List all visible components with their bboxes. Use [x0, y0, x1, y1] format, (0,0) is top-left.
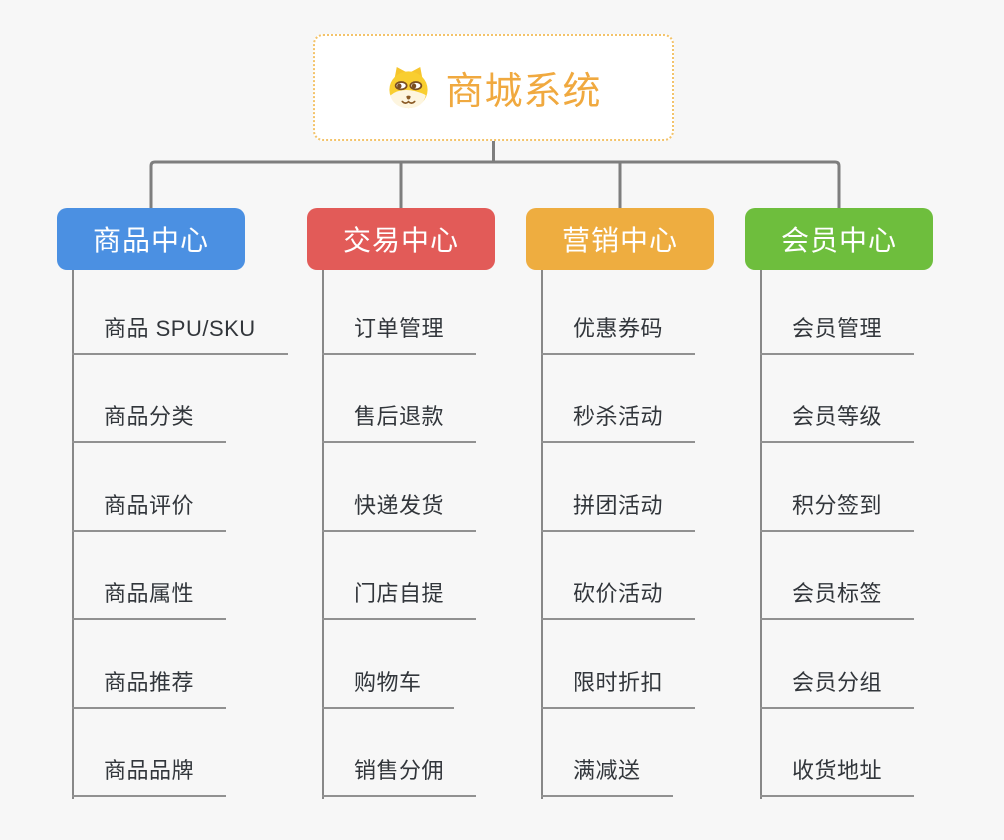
- leaf-node[interactable]: 商品属性: [72, 572, 227, 620]
- leaf-node[interactable]: 收货地址: [760, 749, 915, 797]
- branch-node-3[interactable]: 营销中心: [526, 208, 714, 270]
- leaf-node[interactable]: 积分签到: [760, 484, 915, 532]
- leaf-node[interactable]: 秒杀活动: [541, 395, 696, 443]
- leaf-node[interactable]: 商品推荐: [72, 661, 227, 709]
- leaf-node[interactable]: 会员管理: [760, 307, 915, 355]
- leaf-node[interactable]: 门店自提: [322, 572, 477, 620]
- leaf-node[interactable]: 满减送: [541, 749, 673, 797]
- leaf-node[interactable]: 售后退款: [322, 395, 477, 443]
- branch-node-4[interactable]: 会员中心: [745, 208, 933, 270]
- leaf-node[interactable]: 拼团活动: [541, 484, 696, 532]
- leaf-node[interactable]: 会员分组: [760, 661, 915, 709]
- leaf-node[interactable]: 商品评价: [72, 484, 227, 532]
- leaf-node[interactable]: 砍价活动: [541, 572, 696, 620]
- leaf-node[interactable]: 会员等级: [760, 395, 915, 443]
- dog-face-icon: [385, 66, 432, 109]
- branch-node-2[interactable]: 交易中心: [307, 208, 495, 270]
- leaf-node[interactable]: 优惠券码: [541, 307, 696, 355]
- leaf-node[interactable]: 购物车: [322, 661, 454, 709]
- branch-label: 交易中心: [342, 225, 459, 256]
- branch-connector-line: [72, 270, 74, 799]
- branch-node-1[interactable]: 商品中心: [57, 208, 245, 270]
- leaf-node[interactable]: 会员标签: [760, 572, 915, 620]
- leaf-node[interactable]: 订单管理: [322, 307, 477, 355]
- root-title: 商城系统: [445, 71, 602, 113]
- leaf-node[interactable]: 商品分类: [72, 395, 227, 443]
- branch-connector-line: [541, 270, 543, 799]
- leaf-node[interactable]: 快递发货: [322, 484, 477, 532]
- branch-connector-line: [760, 270, 762, 799]
- branch-label: 商品中心: [92, 225, 209, 256]
- branch-label: 营销中心: [561, 225, 678, 256]
- branch-connector-line: [322, 270, 324, 799]
- branch-label: 会员中心: [780, 225, 897, 256]
- leaf-node[interactable]: 商品 SPU/SKU: [72, 307, 288, 355]
- leaf-node[interactable]: 商品品牌: [72, 749, 227, 797]
- root-node[interactable]: 商城系统: [313, 34, 674, 141]
- leaf-node[interactable]: 销售分佣: [322, 749, 477, 797]
- leaf-node[interactable]: 限时折扣: [541, 661, 696, 709]
